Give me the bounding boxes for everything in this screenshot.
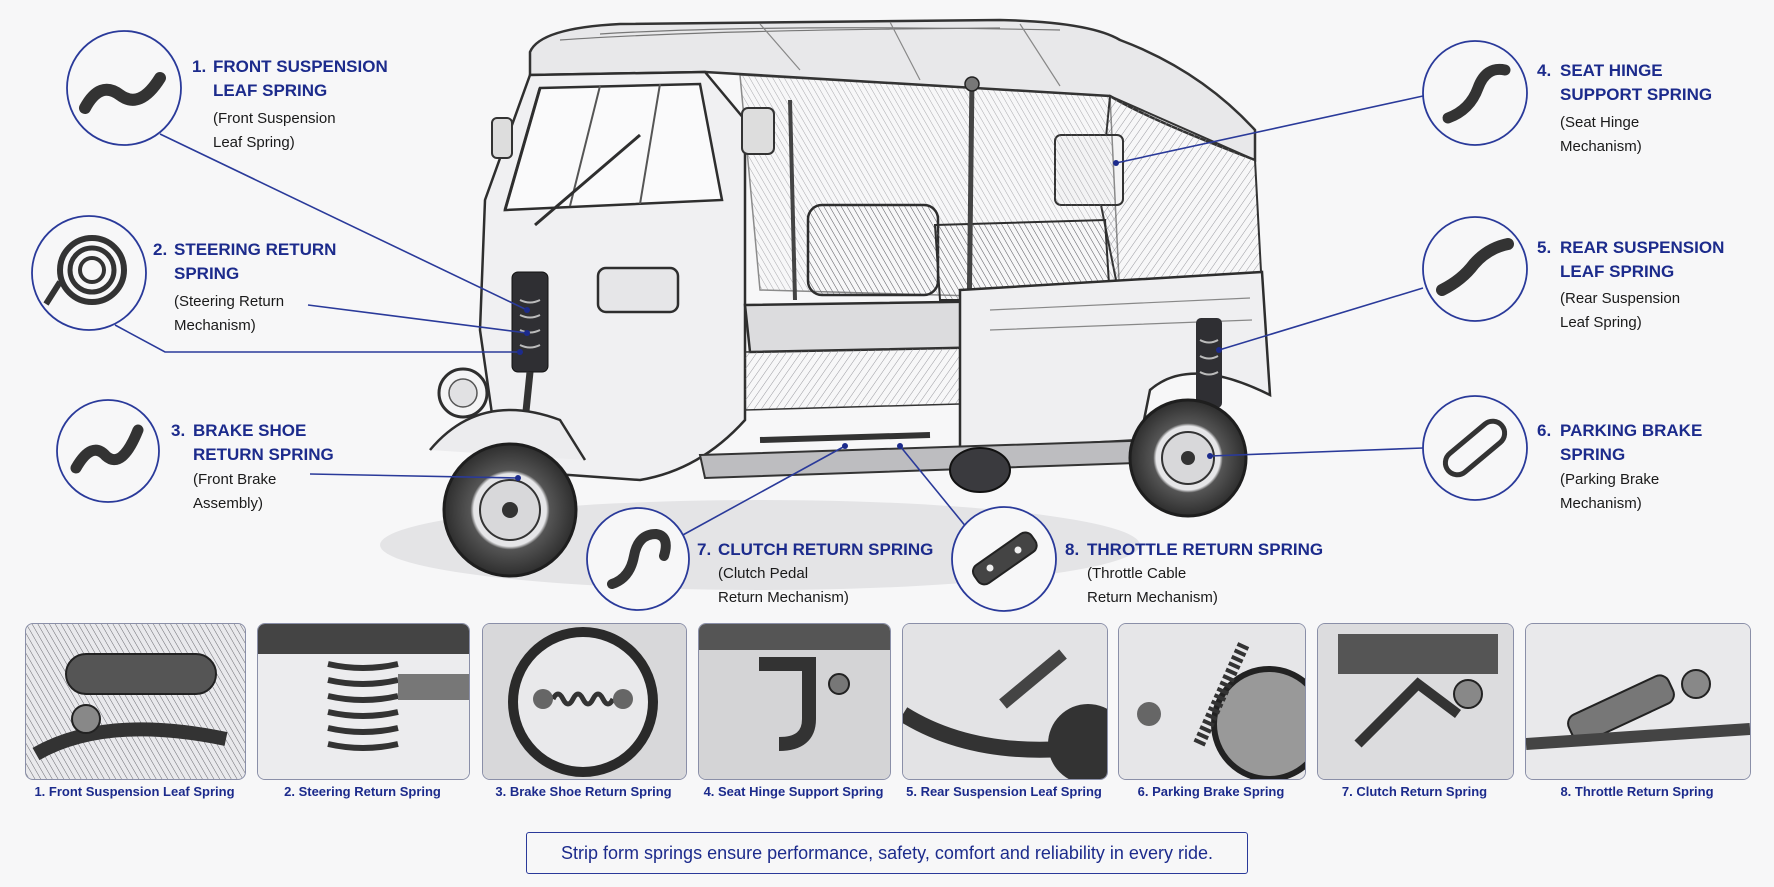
thumbnail-caption: 5. Rear Suspension Leaf Spring (906, 784, 1102, 799)
callout-title: CLUTCH RETURN SPRING (718, 540, 934, 559)
windscreen (503, 82, 724, 212)
callout-number: 4. (1537, 61, 1552, 80)
thumbnail-caption: 6. Parking Brake Spring (1137, 784, 1285, 799)
callout-title: BRAKE SHOE RETURN SPRING (193, 421, 334, 464)
thumbnail-clutch (1317, 623, 1514, 780)
callout-title: THROTTLE RETURN SPRING (1087, 540, 1324, 559)
callout-number: 2. (153, 240, 168, 259)
callout-title: SEAT HINGE SUPPORT SPRING (1560, 61, 1713, 104)
clutch-detail-image (1318, 624, 1513, 779)
thumbnail-throttle (1525, 623, 1751, 780)
callout-title: PARKING BRAKE SPRING (1560, 421, 1703, 464)
brake-shoe-detail-image (483, 624, 686, 779)
steering-detail-image (258, 624, 469, 779)
callout-number: 8. (1065, 540, 1080, 559)
callout-title: REAR SUSPENSION LEAF SPRING (1560, 238, 1725, 281)
front-suspension-detail-image (26, 624, 245, 779)
thumbnail-rear-suspension (902, 623, 1108, 780)
thumbnail-seat-hinge (698, 623, 891, 780)
rear-suspension-detail-image (903, 624, 1107, 779)
callout-subtitle: (Parking Brake Mechanism) (1560, 471, 1660, 512)
hinge-spring-icon (1422, 40, 1528, 146)
plate-spring-icon (951, 506, 1057, 612)
rear-body-panel (958, 270, 1272, 452)
thumbnail-caption: 7. Clutch Return Spring (1341, 784, 1488, 799)
parking-brake-detail-image (1119, 624, 1305, 779)
callout-number: 3. (171, 421, 186, 440)
thumbnail-caption: 8. Throttle Return Spring (1560, 784, 1714, 799)
callout-subtitle: (Rear Suspension Leaf Spring) (1560, 290, 1681, 331)
callout-subtitle: (Front Brake Assembly) (193, 471, 277, 512)
loop-spring-icon (1422, 395, 1528, 501)
passenger-seat-back (806, 203, 940, 297)
thumbnail-parking-brake (1118, 623, 1306, 780)
leaf-spring-icon (66, 30, 182, 146)
throttle-detail-image (1526, 624, 1750, 779)
thumbnail-steering (257, 623, 470, 780)
callout-number: 6. (1537, 421, 1552, 440)
callout-subtitle: (Front Suspension Leaf Spring) (213, 110, 336, 151)
callout-subtitle: (Throttle Cable Return Mechanism) (1087, 565, 1218, 606)
thumbnail-front-suspension (25, 623, 246, 780)
leader-lines (114, 95, 1424, 537)
thumbnail-caption: 3. Brake Shoe Return Spring (495, 784, 672, 799)
callout-title: STEERING RETURN SPRING (174, 240, 337, 283)
callout-number: 1. (192, 57, 207, 76)
thumbnail-brake-shoe (482, 623, 687, 780)
footer-text: Strip form springs ensure performance, s… (561, 843, 1213, 863)
footer-banner: Strip form springs ensure performance, s… (526, 832, 1248, 874)
callout-subtitle: (Clutch Pedal Return Mechanism) (718, 565, 849, 606)
clip-spring-icon (586, 507, 690, 611)
thumbnail-caption: 4. Seat Hinge Support Spring (703, 784, 884, 799)
callout-subtitle: (Seat Hinge Mechanism) (1560, 114, 1642, 155)
coil-spring-icon (31, 215, 147, 331)
leaf-spring-icon (1422, 216, 1528, 322)
leader-dots (515, 160, 1222, 481)
callout-number: 7. (697, 540, 712, 559)
callout-title: FRONT SUSPENSION LEAF SPRING (213, 57, 388, 100)
callout-number: 5. (1537, 238, 1552, 257)
thumbnail-caption: 2. Steering Return Spring (284, 784, 441, 799)
strip-spring-icon (56, 399, 160, 503)
thumbnail-caption: 1. Front Suspension Leaf Spring (34, 784, 235, 799)
callout-subtitle: (Steering Return Mechanism) (174, 293, 285, 334)
seat-hinge-detail-image (699, 624, 890, 779)
